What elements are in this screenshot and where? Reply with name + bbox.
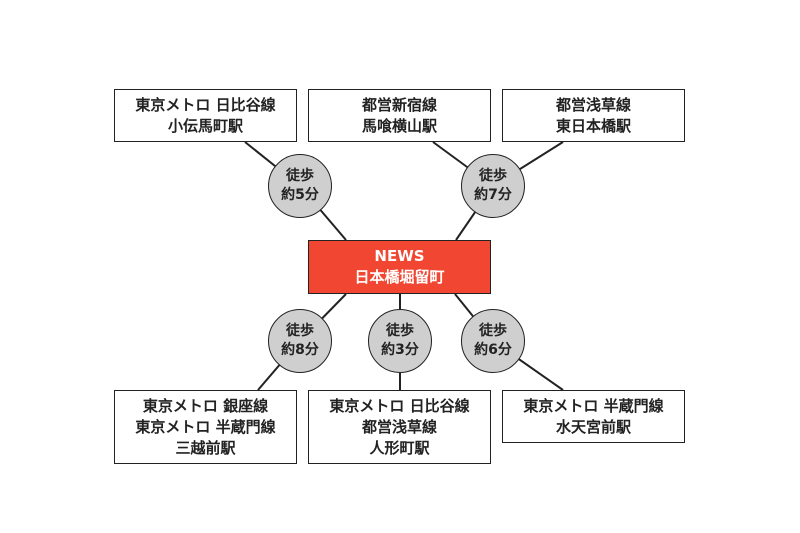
station-ningyocho: 東京メトロ 日比谷線 都営浅草線 人形町駅 [308, 390, 491, 464]
station-bakuroyokoyama: 都営新宿線 馬喰横山駅 [308, 89, 491, 142]
station-name: 小伝馬町駅 [167, 116, 243, 135]
walk-badge-7min: 徒歩 約7分 [461, 154, 525, 218]
center-location-name: 日本橋堀留町 [354, 268, 445, 286]
walk-badge-3min: 徒歩 約3分 [368, 309, 432, 373]
walk-time: 約3分 [381, 342, 419, 358]
station-line-label: 東京メトロ 半蔵門線 [135, 417, 276, 436]
station-name: 馬喰横山駅 [361, 116, 437, 135]
station-mitsukoshimae: 東京メトロ 銀座線 東京メトロ 半蔵門線 三越前駅 [114, 390, 297, 464]
walk-label: 徒歩 [386, 323, 414, 339]
walk-time: 約5分 [281, 187, 319, 203]
walk-time: 約8分 [281, 342, 319, 358]
center-location-box: NEWS 日本橋堀留町 [308, 240, 491, 294]
station-line-label: 都営浅草線 [555, 95, 631, 114]
center-title: NEWS [374, 247, 425, 265]
station-suitengumae: 東京メトロ 半蔵門線 水天宮前駅 [502, 390, 685, 443]
station-name: 三越前駅 [175, 438, 236, 457]
walk-label: 徒歩 [286, 323, 314, 339]
walk-label: 徒歩 [286, 168, 314, 184]
walk-time: 約6分 [474, 342, 512, 358]
station-line-label: 都営浅草線 [361, 417, 437, 436]
station-name: 水天宮前駅 [555, 417, 631, 436]
walk-badge-8min: 徒歩 約8分 [268, 309, 332, 373]
station-line-label: 東京メトロ 銀座線 [142, 396, 269, 415]
walk-badge-5min: 徒歩 約5分 [268, 154, 332, 218]
walk-label: 徒歩 [479, 168, 507, 184]
walk-label: 徒歩 [479, 323, 507, 339]
station-line-label: 東京メトロ 日比谷線 [329, 396, 470, 415]
station-name: 東日本橋駅 [555, 116, 631, 135]
station-line-label: 東京メトロ 日比谷線 [135, 95, 276, 114]
walk-time: 約7分 [474, 187, 512, 203]
station-kodenmacho: 東京メトロ 日比谷線 小伝馬町駅 [114, 89, 297, 142]
station-name: 人形町駅 [369, 438, 430, 457]
walk-badge-6min: 徒歩 約6分 [461, 309, 525, 373]
station-higashinihonbashi: 都営浅草線 東日本橋駅 [502, 89, 685, 142]
station-line-label: 東京メトロ 半蔵門線 [523, 396, 664, 415]
station-line-label: 都営新宿線 [361, 95, 437, 114]
